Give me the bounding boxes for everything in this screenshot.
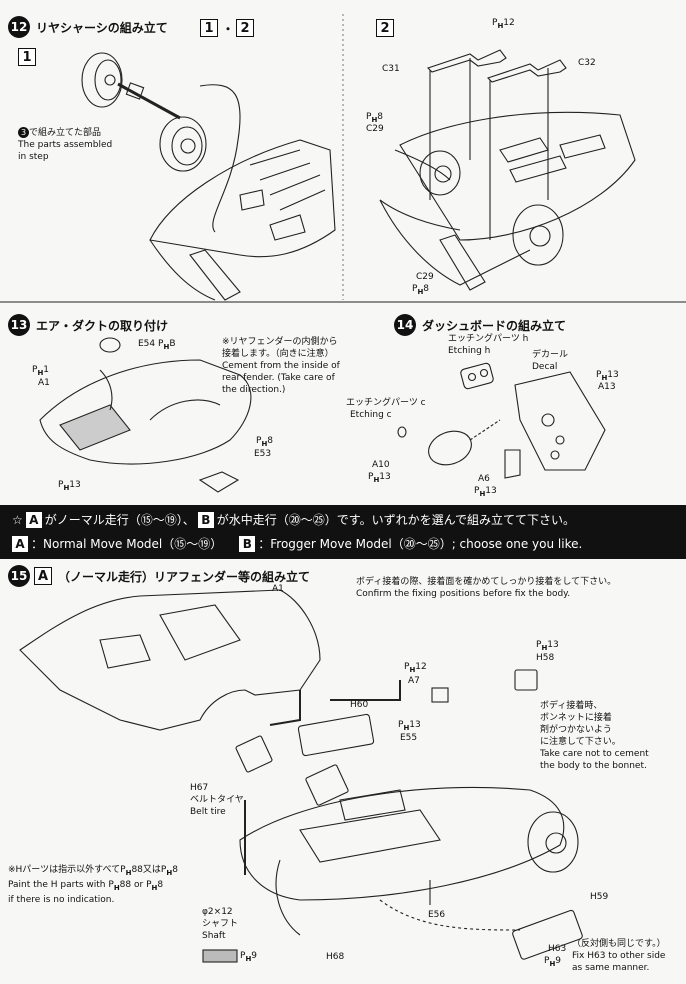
paint-h8-bottom: PH8 <box>412 284 430 296</box>
step-number-15: 15 <box>8 565 30 587</box>
banner-tag-b: B <box>197 511 214 528</box>
label-decal-en: Decal <box>532 362 558 372</box>
label-e56: E56 <box>428 910 446 920</box>
step13-cement-note: ※リヤフェンダーの内側から 接着します。（向きに注意） Cement from … <box>222 337 340 395</box>
label-e54: E54 PHB <box>138 339 176 351</box>
label-etching-c-jp: エッチングパーツ c <box>346 398 426 408</box>
wheel-right-panel2-drawing <box>512 204 564 266</box>
banner-tag-b-en: B <box>239 535 256 552</box>
label-h63: H63 <box>548 944 567 954</box>
paint-h63: PH9 <box>544 956 562 968</box>
step-number-13: 13 <box>8 314 30 336</box>
e54-duct-drawing <box>99 337 121 353</box>
label-a7: A7 <box>408 676 420 686</box>
step12-ref-2: 2 <box>236 19 254 37</box>
label-a6: A6 <box>478 474 490 484</box>
e53-duct-drawing <box>198 471 240 493</box>
step-number-14: 14 <box>394 314 416 336</box>
a6-part-drawing <box>504 449 521 479</box>
step13-title: エア・ダクトの取り付け <box>36 319 169 333</box>
shaft-label: φ2×12 シャフト Shaft <box>202 907 239 941</box>
paint-a6: PH13 <box>474 486 497 498</box>
label-a1-step13: A1 <box>38 378 50 388</box>
assembled-note-jp: で組み立てた部品 <box>29 128 102 138</box>
assembled-note-en2: in step <box>18 152 49 162</box>
c31-bracket-drawing <box>426 49 507 200</box>
label-etching-h-en: Etching h <box>448 346 491 356</box>
label-h59: H59 <box>590 892 609 902</box>
step15-tag-a: A <box>34 567 52 585</box>
wheel-step15-drawing <box>527 811 579 873</box>
paint-a1-step13: PH1 <box>32 365 50 377</box>
step12-title: リヤシャーシの組み立て <box>36 21 168 35</box>
banner-line-jp: ☆ A がノーマル走行（⑮〜⑲）、 B が水中走行（⑳〜㉕）です。いずれかを選ん… <box>12 511 575 528</box>
paint-a13: PH13 <box>596 370 619 382</box>
h63-same-manner-note: （反対側も同じです。） Fix H63 to other side as sam… <box>572 939 666 973</box>
step-number-12: 12 <box>8 16 30 38</box>
label-e53: E53 <box>254 449 272 459</box>
label-e55: E55 <box>400 733 418 743</box>
paint-h12-top: PH12 <box>492 18 515 30</box>
panel2-tag: 2 <box>376 19 394 37</box>
step15-title: （ノーマル走行）リアフェンダー等の組み立て <box>58 570 311 584</box>
banner-tag-a-en: A <box>12 535 28 552</box>
wheel-left-panel2-drawing <box>419 150 461 196</box>
banner-tag-a: A <box>25 511 42 528</box>
panel1-tag: 1 <box>18 48 36 66</box>
label-a10: A10 <box>372 460 390 470</box>
a7-part-drawing <box>431 687 449 703</box>
body-a1-drawing <box>19 589 321 731</box>
h-parts-paint-note: ※Hパーツは指示以外すべてPH88又はPH8 Paint the H parts… <box>8 865 178 905</box>
paint-a7: PH12 <box>404 662 427 674</box>
label-c29-top: C29 <box>366 124 384 134</box>
paint-13-step13: PH13 <box>58 480 81 492</box>
h67-belt-tire-label: H67 ベルトタイヤ Belt tire <box>190 783 244 817</box>
chassis-drawing <box>239 786 565 901</box>
label-a1-step15: A1 <box>272 584 284 594</box>
step-ref-circle-3: 3 <box>18 127 29 138</box>
steering-wheel-a10-drawing <box>428 430 472 466</box>
paint-swatch-9 <box>202 949 238 963</box>
h67-tire-drawing <box>235 735 273 773</box>
label-etching-h-jp: エッチングパーツ h <box>448 334 529 344</box>
label-h60: H60 <box>350 700 369 710</box>
etching-h-drawing <box>460 362 494 390</box>
h60-part-drawing <box>297 713 375 757</box>
paint-e55: PH13 <box>398 720 421 732</box>
assembled-note-en1: The parts assembled <box>18 140 113 150</box>
h63-part-drawing <box>512 909 583 960</box>
banner-line-en: A ：Normal Move Model（⑮〜⑲） B ：Frogger Mov… <box>12 535 582 552</box>
step14-title: ダッシュボードの組み立て <box>422 319 567 333</box>
rear-wheel-lower-drawing <box>159 116 207 172</box>
paint-h8-mid: PH8 <box>366 112 384 124</box>
c32-bracket-drawing <box>486 59 567 240</box>
label-a13: A13 <box>598 382 616 392</box>
dashboard-a13-drawing <box>514 371 606 471</box>
body-fixing-note: ボディ接着の際、接着面を確かめてしっかり接着をして下さい。 Confirm th… <box>356 577 617 599</box>
bonnet-caution-note: ボディ接着時、 ボンネットに接着 剤がつかないよう に注意して下さい。 Take… <box>540 701 649 771</box>
label-decal-jp: デカール <box>532 350 569 360</box>
step12-ref-separator: ・ <box>222 22 235 36</box>
label-h58: H58 <box>536 653 555 663</box>
paint-e53: PH8 <box>256 436 274 448</box>
label-c31: C31 <box>382 64 400 74</box>
label-c32: C32 <box>578 58 596 68</box>
paint-legend-9: PH9 <box>240 951 258 963</box>
paint-h58: PH13 <box>536 640 559 652</box>
model-choice-banner: ☆ A がノーマル走行（⑮〜⑲）、 B が水中走行（⑳〜㉕）です。いずれかを選ん… <box>0 505 686 559</box>
label-etching-c-en: Etching c <box>350 410 392 420</box>
h58-part-drawing <box>514 669 538 691</box>
label-c29-bottom: C29 <box>416 272 434 282</box>
label-h68: H68 <box>326 952 345 962</box>
rear-wheel-upper-drawing <box>81 52 123 108</box>
step12-ref-1: 1 <box>200 19 218 37</box>
paint-a10: PH13 <box>368 472 391 484</box>
